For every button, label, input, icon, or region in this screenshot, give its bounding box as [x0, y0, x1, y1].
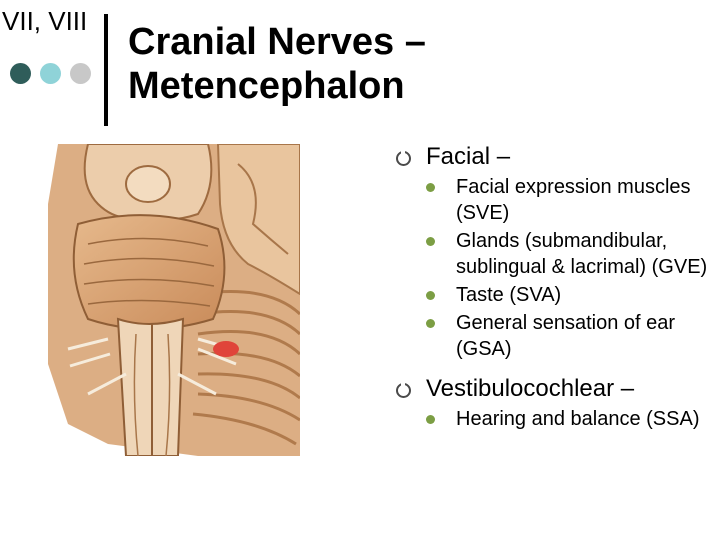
list-item: Facial expression muscles (SVE) [426, 174, 716, 226]
bullet-facial: Facial – [396, 142, 716, 172]
bullet-content: Facial – Facial expression muscles (SVE)… [396, 142, 716, 444]
title-divider [104, 14, 108, 126]
list-item-text: General sensation of ear (GSA) [456, 312, 676, 360]
bullet-label: Vestibulocochlear – [426, 375, 635, 402]
dot-bullet-icon [426, 183, 435, 192]
list-item: Taste (SVA) [426, 282, 716, 308]
dot-grey [70, 63, 91, 84]
decorative-dots [10, 63, 91, 84]
facial-nerve-highlight [213, 341, 239, 357]
dot-teal [40, 63, 61, 84]
vestibulocochlear-sublist: Hearing and balance (SSA) [396, 406, 716, 432]
facial-sublist: Facial expression muscles (SVE) Glands (… [396, 174, 716, 362]
brainstem-illustration [48, 143, 302, 457]
slide-title: Cranial Nerves – Metencephalon [128, 21, 426, 107]
list-item: Glands (submandibular, sublingual & lacr… [426, 228, 716, 280]
ring-bullet-icon [396, 149, 411, 166]
ring-bullet-icon [396, 381, 411, 398]
bullet-vestibulocochlear: Vestibulocochlear – [396, 374, 716, 404]
dot-bullet-icon [426, 237, 435, 246]
list-item-text: Facial expression muscles (SVE) [456, 176, 691, 224]
list-item-text: Taste (SVA) [456, 284, 562, 306]
list-item: Hearing and balance (SSA) [426, 406, 716, 432]
list-item: General sensation of ear (GSA) [426, 310, 716, 362]
list-item-text: Glands (submandibular, sublingual & lacr… [456, 230, 708, 278]
dot-bullet-icon [426, 415, 435, 424]
dot-bullet-icon [426, 319, 435, 328]
dot-bullet-icon [426, 291, 435, 300]
bullet-label: Facial – [426, 143, 511, 170]
dot-dark [10, 63, 31, 84]
list-item-text: Hearing and balance (SSA) [456, 408, 700, 430]
brainstem-anatomy-icon [48, 143, 302, 457]
corner-label: VII, VIII [2, 6, 88, 36]
